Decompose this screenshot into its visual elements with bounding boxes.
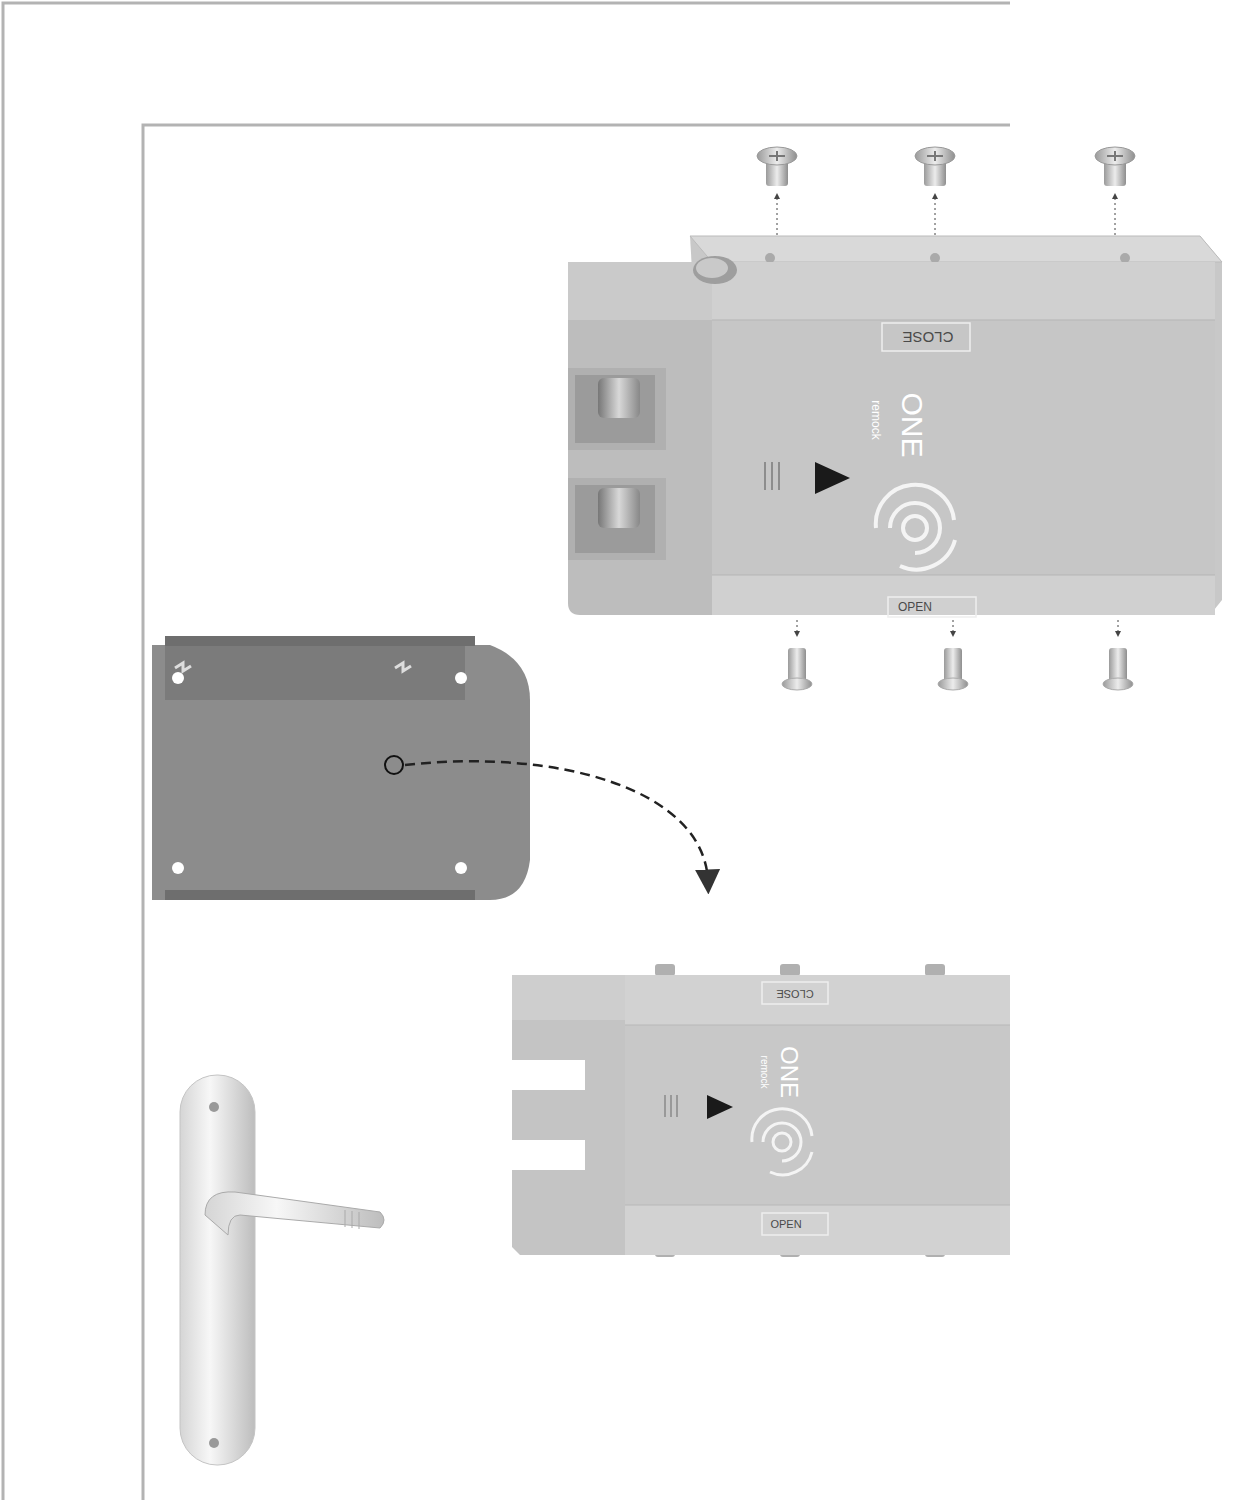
open-label: OPEN	[770, 1219, 801, 1230]
mounting-plate	[152, 636, 530, 900]
lock-body-top	[568, 236, 1222, 617]
lock-body-bottom	[512, 964, 1010, 1257]
door-frame	[3, 3, 1010, 1500]
model-name: ONE	[777, 1046, 801, 1098]
screws-bottom	[782, 620, 1133, 690]
close-label: CLOSE	[903, 330, 954, 345]
brand-name: remock	[870, 400, 882, 439]
door-handle	[180, 1075, 384, 1465]
model-name: ONE	[897, 392, 927, 457]
open-label: OPEN	[898, 601, 932, 613]
screws-top	[757, 147, 1135, 240]
brand-name: remock	[759, 1056, 769, 1089]
close-label: CLOSE	[776, 988, 813, 999]
dashed-placement-arrow	[405, 761, 708, 882]
